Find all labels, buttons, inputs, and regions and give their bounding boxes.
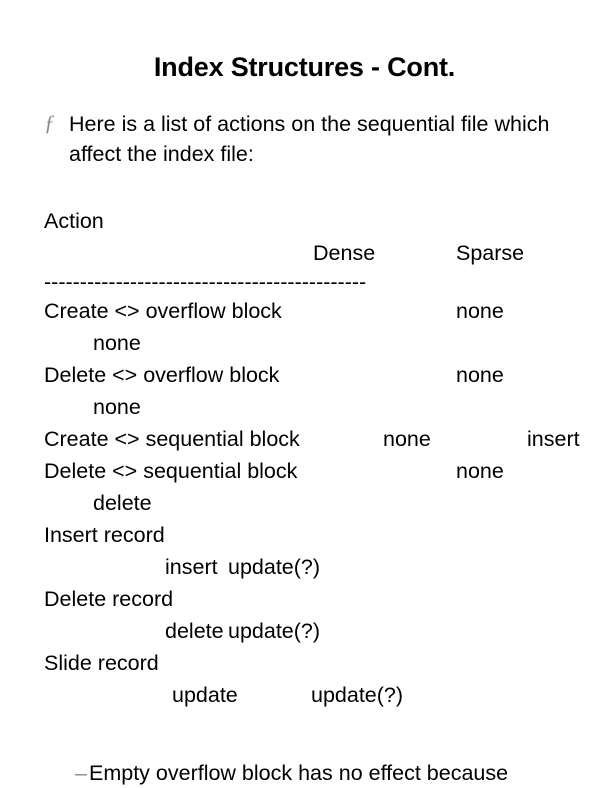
row-sparse-value: update(?): [228, 555, 321, 579]
intro-text: Here is a list of actions on the sequent…: [69, 112, 550, 166]
row-action-label: Create <> overflow block: [44, 299, 282, 323]
column-header-sparse: Sparse: [456, 241, 525, 265]
table-row-continuation: none: [0, 391, 609, 423]
table-row: Delete <> overflow block none: [0, 359, 609, 391]
row-sparse-value: update(?): [311, 683, 404, 707]
table-row: Delete record: [0, 583, 609, 615]
sub-note-text: Empty overflow block has no effect becau…: [89, 761, 509, 785]
table-row: Slide record: [0, 647, 609, 679]
row-action-label: Insert record: [44, 523, 165, 547]
row-action-label: Slide record: [44, 651, 159, 675]
table-row-continuation: delete update(?): [0, 615, 609, 647]
table-row: Create <> overflow block none: [0, 295, 609, 327]
row-action-label: Delete <> overflow block: [44, 363, 280, 387]
table-row-continuation: delete: [0, 487, 609, 519]
row-sparse-value: insert: [527, 427, 580, 451]
table-row: Insert record: [0, 519, 609, 551]
row-dense-value: none: [456, 363, 504, 387]
dash-bullet-icon: –: [75, 761, 87, 785]
row-action-label: Delete <> sequential block: [44, 459, 298, 483]
row-dense-value: none: [456, 459, 504, 483]
row-dense-value: delete: [165, 619, 224, 643]
row-sparse-value: none: [93, 331, 141, 355]
table-row: Delete <> sequential block none: [0, 455, 609, 487]
row-dense-value: insert: [165, 555, 218, 579]
f-bullet-icon: ƒ: [44, 110, 55, 135]
table-row-continuation: insert update(?): [0, 551, 609, 583]
table-row: Create <> sequential block none insert: [0, 423, 609, 455]
column-header-dense: Dense: [313, 241, 376, 265]
table-row-continuation: none: [0, 327, 609, 359]
row-action-label: Create <> sequential block: [44, 427, 300, 451]
row-dense-value: none: [383, 427, 431, 451]
row-sparse-value: delete: [93, 491, 152, 515]
row-dense-value: update: [172, 683, 238, 707]
table-row-continuation: update update(?): [0, 679, 609, 711]
table-separator-line: ----------------------------------------…: [44, 270, 367, 294]
actions-table: Action Dense Sparse --------------------…: [0, 205, 609, 711]
table-header-row-action: Action: [0, 205, 609, 237]
table-separator-row: ----------------------------------------…: [0, 269, 609, 295]
row-sparse-value: update(?): [228, 619, 321, 643]
page-title: Index Structures - Cont.: [153, 52, 456, 82]
row-sparse-value: none: [93, 395, 141, 419]
table-header-row-columns: Dense Sparse: [0, 237, 609, 269]
row-action-label: Delete record: [44, 587, 174, 611]
column-header-action: Action: [44, 209, 104, 233]
row-dense-value: none: [456, 299, 504, 323]
